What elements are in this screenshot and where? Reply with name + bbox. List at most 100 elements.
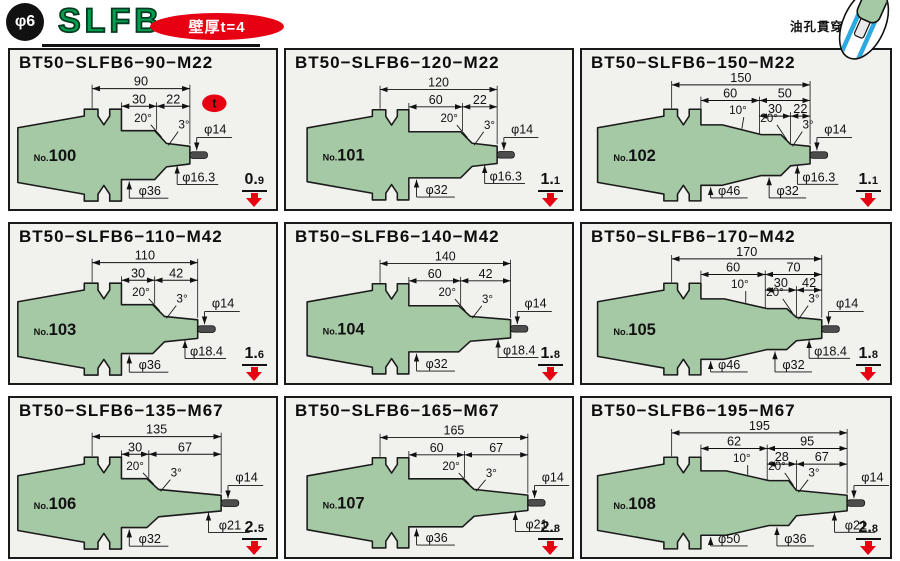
product-code: BT50−SLFB6−120−M22 [295, 53, 500, 72]
weight-indicator: 1.8 [537, 345, 563, 381]
svg-text:60: 60 [430, 441, 444, 455]
down-arrow-icon [864, 367, 872, 372]
svg-text:3°: 3° [484, 120, 495, 132]
svg-text:50: 50 [778, 87, 792, 101]
svg-text:φ36: φ36 [139, 184, 161, 198]
svg-text:φ14: φ14 [836, 297, 858, 311]
weight-value: 2.5 [241, 519, 267, 540]
diameter-badge: φ6 [6, 3, 44, 41]
svg-text:No.107: No.107 [323, 495, 365, 513]
svg-text:φ32: φ32 [426, 357, 448, 371]
svg-text:20°: 20° [439, 287, 456, 299]
svg-text:3°: 3° [808, 467, 819, 480]
down-arrow-icon [546, 541, 554, 546]
svg-text:30: 30 [131, 266, 145, 280]
svg-text:30: 30 [128, 440, 142, 454]
weight-value: 2.8 [855, 519, 881, 540]
svg-text:φ36: φ36 [426, 531, 448, 545]
svg-text:φ14: φ14 [511, 123, 533, 137]
weight-indicator: 1.8 [855, 345, 881, 381]
svg-text:20°: 20° [760, 112, 778, 125]
svg-text:φ16.3: φ16.3 [802, 170, 835, 184]
wall-thickness-label: 壁厚t=4 [188, 19, 246, 36]
svg-text:φ14: φ14 [212, 297, 234, 311]
weight-indicator: 0.9 [241, 171, 267, 207]
svg-text:3°: 3° [486, 468, 497, 480]
svg-text:140: 140 [435, 250, 456, 264]
weight-value: 1.1 [855, 171, 881, 192]
svg-text:3°: 3° [482, 294, 493, 306]
svg-text:60: 60 [726, 261, 740, 275]
svg-text:φ18.4: φ18.4 [503, 344, 535, 358]
svg-text:No.108: No.108 [613, 494, 656, 513]
svg-text:70: 70 [786, 261, 800, 275]
weight-indicator: 1.1 [537, 171, 563, 207]
svg-text:120: 120 [428, 76, 449, 90]
wall-thickness-badge: 壁厚t=4 [150, 13, 284, 40]
svg-text:42: 42 [169, 266, 183, 280]
svg-text:67: 67 [178, 440, 192, 454]
product-code: BT50−SLFB6−140−M42 [295, 227, 500, 246]
product-code: BT50−SLFB6−135−M67 [19, 401, 224, 420]
svg-text:135: 135 [146, 423, 167, 437]
svg-text:φ36: φ36 [139, 358, 161, 372]
svg-text:φ32: φ32 [777, 184, 799, 198]
weight-value: 1.6 [241, 345, 267, 366]
series-logo: SLFB [57, 1, 163, 41]
weight-indicator: 2.8 [855, 519, 881, 555]
svg-text:φ46: φ46 [718, 184, 740, 198]
weight-value: 1.1 [537, 171, 563, 192]
svg-text:170: 170 [736, 247, 757, 259]
weight-indicator: 1.1 [855, 171, 881, 207]
down-arrow-icon [250, 541, 258, 546]
svg-text:No.100: No.100 [34, 146, 77, 165]
weight-indicator: 2.8 [537, 519, 563, 555]
weight-value: 0.9 [241, 171, 267, 192]
svg-text:φ16.3: φ16.3 [490, 170, 522, 184]
down-arrow-icon [250, 193, 258, 198]
product-code: BT50−SLFB6−170−M42 [591, 227, 796, 246]
down-arrow-icon [864, 541, 872, 546]
svg-text:φ50: φ50 [718, 532, 740, 546]
svg-text:30: 30 [768, 102, 782, 116]
svg-text:110: 110 [135, 249, 155, 263]
svg-text:No.102: No.102 [613, 146, 656, 165]
weight-value: 1.8 [537, 345, 563, 366]
page-header: φ6 SLFB 壁厚t=4 油孔貫穿 [0, 0, 900, 66]
svg-text:φ18.4: φ18.4 [814, 344, 847, 358]
svg-text:195: 195 [749, 421, 770, 433]
product-code: BT50−SLFB6−110−M42 [19, 227, 223, 246]
svg-text:φ14: φ14 [525, 297, 547, 311]
svg-text:60: 60 [428, 267, 442, 281]
product-code: BT50−SLFB6−90−M22 [19, 53, 214, 72]
svg-text:20°: 20° [132, 286, 150, 299]
down-arrow-icon [864, 193, 872, 198]
svg-text:φ21: φ21 [219, 519, 241, 533]
weight-value: 2.8 [537, 519, 563, 540]
svg-text:62: 62 [727, 435, 741, 449]
weight-indicator: 2.5 [241, 519, 267, 555]
svg-text:φ32: φ32 [139, 532, 161, 546]
svg-text:φ14: φ14 [824, 123, 846, 137]
svg-text:10°: 10° [729, 104, 747, 117]
